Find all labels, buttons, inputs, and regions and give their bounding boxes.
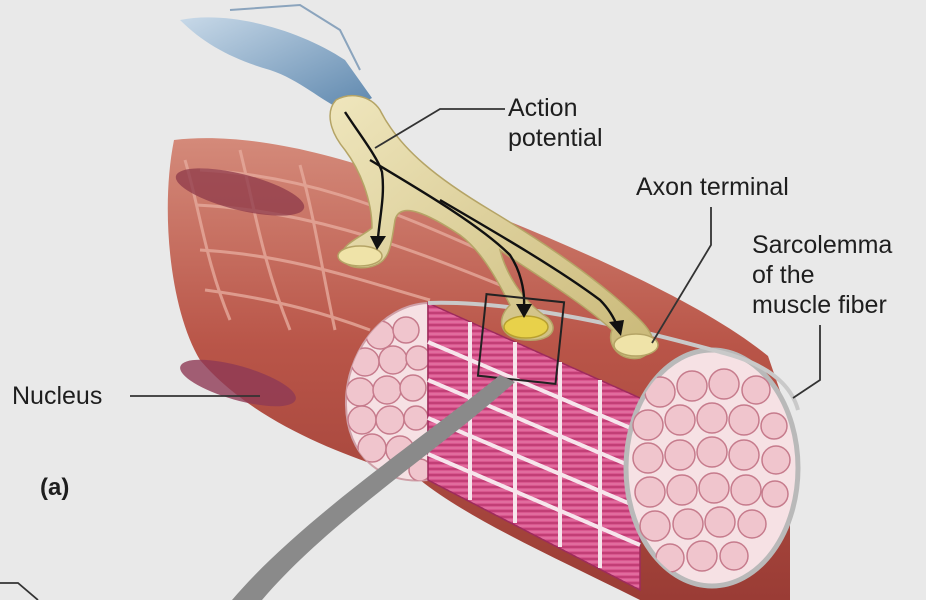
- cross-section-right: [626, 350, 798, 586]
- panel-label: (a): [40, 473, 69, 503]
- axon-terminal-3: [614, 334, 658, 356]
- sarcolemma-label-line-1: Sarcolemma: [752, 230, 892, 260]
- sarcolemma-label: Sarcolemma of the muscle fiber: [752, 230, 892, 320]
- leader-bottom-left: [0, 583, 38, 600]
- leader-sarcolemma: [793, 325, 820, 398]
- axon-terminal-2: [504, 316, 548, 338]
- sarcolemma-label-line-3: muscle fiber: [752, 290, 892, 320]
- action-potential-label-line-1: Action: [508, 93, 603, 123]
- nucleus-label: Nucleus: [12, 381, 102, 411]
- sarcolemma-label-line-2: of the: [752, 260, 892, 290]
- action-potential-label-line-2: potential: [508, 123, 603, 153]
- axon-terminal-1: [338, 246, 382, 266]
- action-potential-label: Action potential: [508, 93, 603, 153]
- axon-terminal-label: Axon terminal: [636, 172, 789, 202]
